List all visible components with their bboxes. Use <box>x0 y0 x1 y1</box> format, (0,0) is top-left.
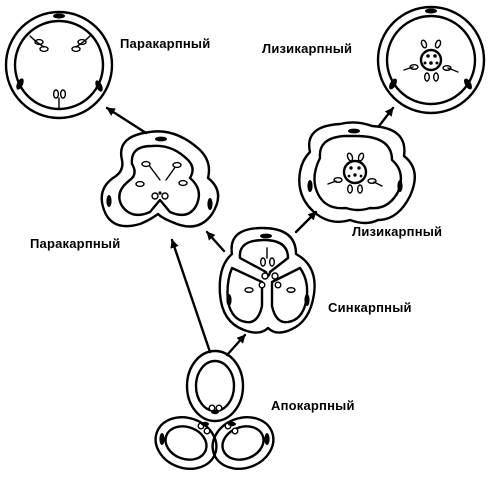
arrow-syncarpous-to-lysicarpous <box>294 210 318 234</box>
arrow-syncarpous-to-paracarpous <box>205 230 226 253</box>
lysicarpous-ovary-mid <box>298 121 416 225</box>
arrow-to-paracarpous-top <box>105 106 148 135</box>
apocarpous-ovary <box>154 349 275 470</box>
paracarpous-ovary-mid <box>100 130 220 228</box>
evolution-arrows <box>105 106 395 357</box>
label-lysicarpous-top: Лизикарпный <box>262 41 353 56</box>
label-apocarpous: Апокарпный <box>271 398 355 413</box>
arrow-apocarpous-to-syncarpous <box>225 333 247 357</box>
arrow-apocarpous-to-paracarpous <box>170 238 212 354</box>
label-lysicarpous-mid: Лизикарпный <box>352 224 443 239</box>
label-paracarpous-top: Паракарпный <box>120 36 211 51</box>
lysicarpous-ovary-top <box>376 5 486 115</box>
arrow-to-lysicarpous-top <box>377 106 395 128</box>
paracarpous-ovary-top <box>4 10 114 120</box>
label-paracarpous-mid: Паракарпный <box>30 236 121 251</box>
syncarpous-ovary <box>218 226 316 334</box>
label-syncarpous: Синкарпный <box>328 300 412 315</box>
